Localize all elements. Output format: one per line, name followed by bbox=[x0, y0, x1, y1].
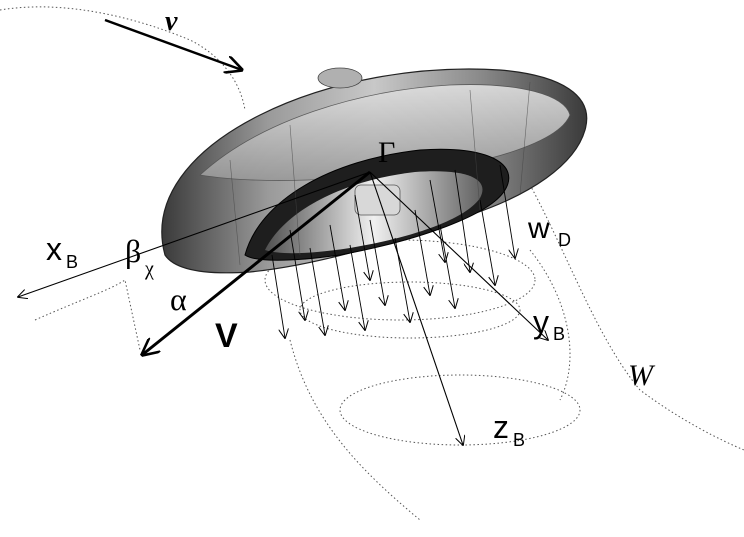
label-W: W bbox=[628, 359, 656, 392]
center-hub bbox=[354, 184, 401, 216]
top-dome bbox=[317, 67, 363, 89]
label-alpha: α bbox=[170, 281, 187, 317]
downwash-arrow bbox=[369, 219, 385, 305]
downwash-arrow bbox=[429, 179, 445, 262]
x-axis-arrow bbox=[18, 171, 371, 297]
downwash-arrow bbox=[349, 244, 365, 330]
wake-ring-top bbox=[264, 239, 536, 321]
label-V-big: V bbox=[215, 317, 238, 355]
diagram-labels: v Γ w D x B β χ α V y B z B W bbox=[46, 6, 656, 450]
label-beta: β bbox=[125, 233, 141, 269]
wake-left-edge bbox=[289, 339, 421, 521]
downwash-arrow bbox=[329, 224, 345, 310]
downwash-arrow bbox=[289, 229, 305, 320]
velocity-V-arrow bbox=[142, 170, 371, 355]
label-x: x bbox=[46, 231, 62, 267]
downwash-arrow bbox=[414, 209, 430, 295]
body-panel-lines bbox=[229, 81, 531, 266]
downwash-arrow bbox=[454, 169, 470, 272]
label-x-subscript: B bbox=[66, 252, 78, 272]
label-w-subscript: D bbox=[558, 230, 571, 250]
ducted-fan-body bbox=[161, 67, 588, 274]
downwash-arrows bbox=[271, 164, 515, 338]
left-streamline bbox=[34, 279, 141, 351]
wake-ring-inner bbox=[299, 281, 521, 339]
z-axis-arrow bbox=[369, 171, 463, 445]
y-axis-arrow bbox=[369, 171, 548, 340]
label-y: y bbox=[533, 304, 549, 340]
wake-boundary-curves bbox=[0, 6, 744, 521]
downwash-arrow bbox=[309, 247, 325, 335]
wake-ring-mid bbox=[339, 374, 581, 446]
downwash-arrow bbox=[271, 254, 285, 338]
label-w: w bbox=[527, 212, 550, 245]
label-y-subscript: B bbox=[553, 324, 565, 344]
wake-outer-right bbox=[529, 249, 571, 401]
downwash-arrow bbox=[499, 164, 515, 258]
velocity-v-arrow bbox=[104, 18, 242, 70]
label-z: z bbox=[493, 409, 509, 445]
downwash-arrow bbox=[354, 194, 370, 280]
downwash-arrow bbox=[439, 224, 455, 308]
body-axes bbox=[18, 18, 548, 445]
label-beta-subscript: χ bbox=[144, 258, 154, 280]
label-v-small: v bbox=[165, 6, 178, 37]
upper-streamline bbox=[0, 6, 246, 111]
label-gamma: Γ bbox=[378, 136, 395, 169]
label-z-subscript: B bbox=[513, 430, 525, 450]
wake-right-edge bbox=[509, 149, 744, 451]
downwash-arrow bbox=[479, 199, 495, 285]
